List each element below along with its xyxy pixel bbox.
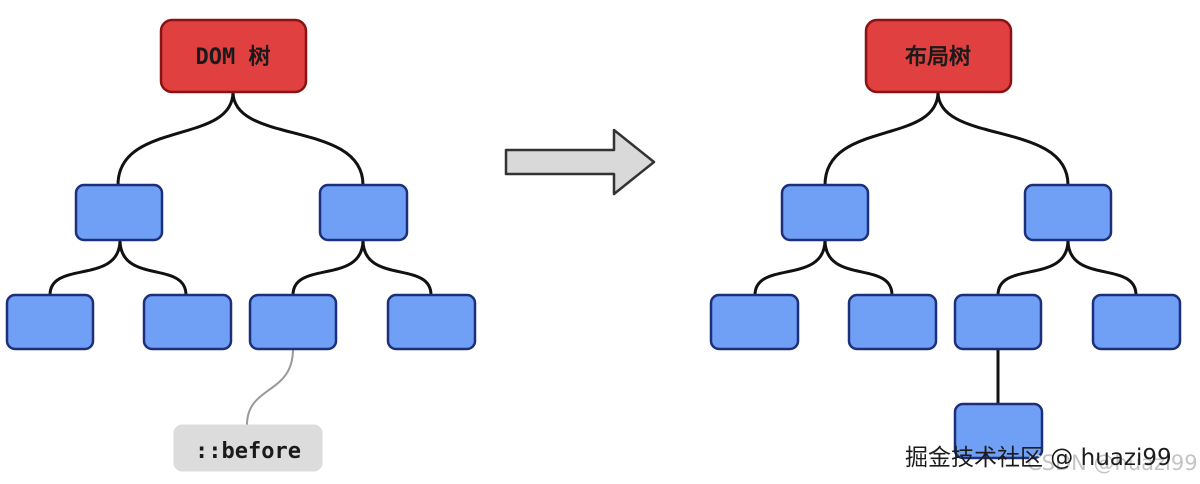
- layout-connector-right-child-to-leaf-3: [996, 238, 1070, 297]
- dom-node-left: [74, 183, 164, 242]
- dom-leaf-3: [248, 293, 338, 351]
- dom-tree-root-label: DOM 树: [196, 44, 271, 70]
- layout-leaf-4: [1091, 293, 1182, 351]
- connector-left-child-to-leaf-1: [48, 238, 122, 297]
- dom-tree-root-node: DOM 树: [159, 18, 308, 94]
- pseudo-element-node: ::before: [173, 424, 323, 472]
- layout-connector-left-child-to-leaf-2: [823, 238, 894, 297]
- dom-tree: DOM 树 ::before: [5, 18, 477, 472]
- layout-pseudo-box-node: [953, 402, 1044, 460]
- dom-tree-connectors: [48, 90, 433, 426]
- transform-arrow-icon: [504, 128, 656, 196]
- connector-leaf-3-to-pseudo: [246, 348, 294, 426]
- layout-leaf-3: [953, 293, 1043, 351]
- connector-right-child-to-leaf-3: [291, 238, 365, 297]
- layout-leaf-1: [709, 293, 800, 351]
- watermark-text: 掘金技术社区 @ huazi99: [905, 445, 1172, 471]
- layout-node-left: [780, 183, 870, 242]
- dom-leaf-4: [386, 293, 477, 351]
- layout-tree-connectors: [753, 90, 1138, 406]
- dom-leaf-1: [5, 293, 95, 351]
- connector-root-to-right-child: [231, 90, 365, 187]
- layout-connector-left-child-to-leaf-1: [753, 238, 827, 297]
- layout-connector-right-child-to-leaf-4: [1066, 238, 1138, 297]
- layout-tree: 布局树: [709, 18, 1182, 460]
- watermark-faint-text: CSDN @huazi99: [1027, 451, 1198, 475]
- connector-left-child-to-leaf-2: [118, 238, 188, 297]
- dom-leaf-2: [142, 293, 233, 351]
- layout-node-right: [1023, 183, 1113, 242]
- pseudo-element-label: ::before: [195, 439, 301, 464]
- connector-right-child-to-leaf-4: [361, 238, 433, 297]
- layout-connector-root-to-left-child: [823, 90, 940, 187]
- dom-node-right: [318, 183, 409, 242]
- layout-tree-root-label: 布局树: [905, 44, 971, 70]
- layout-leaf-2: [847, 293, 938, 351]
- layout-connector-root-to-right-child: [936, 90, 1070, 187]
- connector-root-to-left-child: [116, 90, 235, 187]
- layout-tree-root-node: 布局树: [864, 18, 1013, 94]
